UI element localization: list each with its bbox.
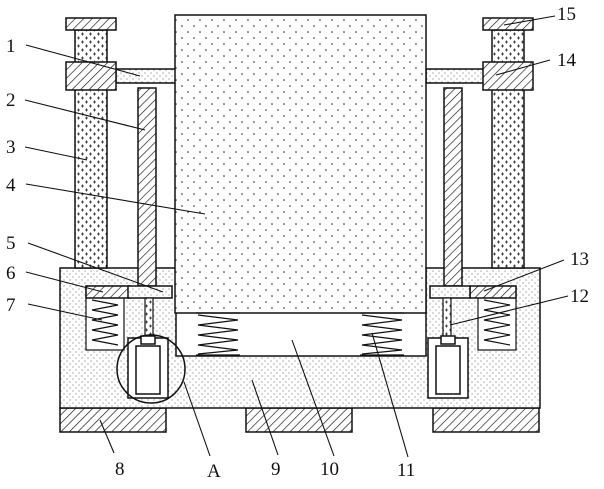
spring-side-left <box>91 299 119 346</box>
label-9: 9 <box>271 459 281 480</box>
label-8: 8 <box>115 459 125 480</box>
base-foot-right <box>432 407 540 433</box>
stem-right <box>442 297 452 341</box>
label-12: 12 <box>570 286 589 307</box>
cylinder-right <box>427 335 469 399</box>
spring-side-right <box>483 299 511 346</box>
label-7: 7 <box>6 295 16 316</box>
arm-left <box>115 68 177 84</box>
spring-bottom-left <box>196 312 240 356</box>
label-a: A <box>207 461 221 482</box>
label-4: 4 <box>6 175 16 196</box>
label-14: 14 <box>557 50 577 71</box>
top-cap-left <box>65 17 117 31</box>
label-13: 13 <box>570 249 589 270</box>
label-5: 5 <box>6 233 16 254</box>
detail-circle-a <box>116 334 186 404</box>
base-foot-left <box>59 407 167 433</box>
label-1: 1 <box>6 36 16 57</box>
label-11: 11 <box>397 460 415 481</box>
spring-plate-left <box>85 285 131 299</box>
label-3: 3 <box>6 137 16 158</box>
base-foot-center <box>245 407 353 433</box>
slider-block-left <box>65 61 117 91</box>
arm-right <box>425 68 485 84</box>
spring-bottom-right <box>360 312 404 356</box>
label-15: 15 <box>557 4 576 25</box>
label-2: 2 <box>6 90 16 111</box>
slider-block-right <box>482 61 534 91</box>
rod-right <box>443 87 463 287</box>
main-body <box>174 14 427 314</box>
label-10: 10 <box>320 459 339 480</box>
cylinder-left <box>127 335 169 399</box>
small-plate-right <box>429 285 471 299</box>
label-6: 6 <box>6 263 16 284</box>
leader-lines <box>24 15 569 458</box>
stem-left <box>144 297 154 341</box>
rod-left <box>137 87 157 287</box>
